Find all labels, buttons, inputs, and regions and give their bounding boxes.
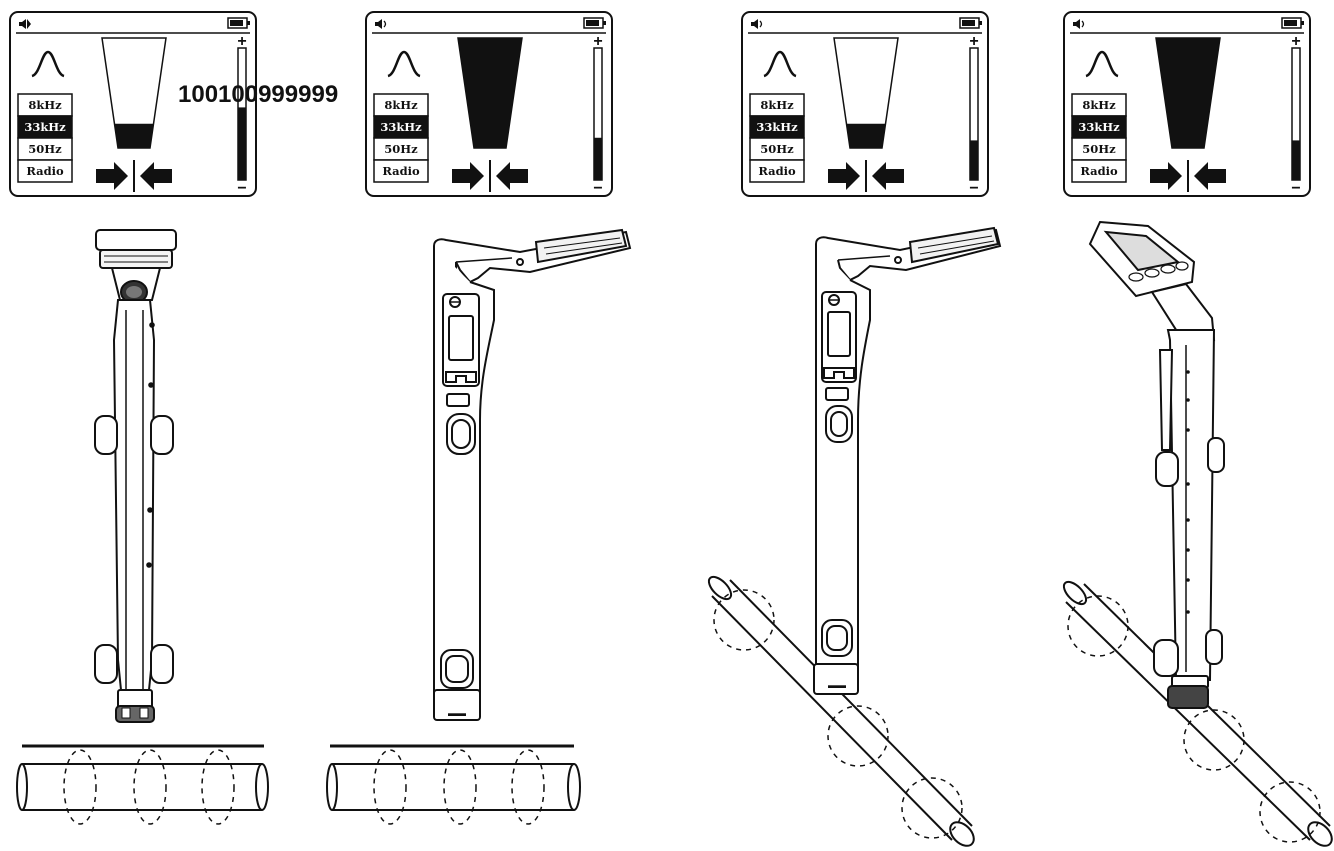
gauge-plus-label: +	[1291, 33, 1300, 50]
locator-handle	[534, 228, 628, 264]
magnetic-field-rings	[713, 589, 963, 839]
frequency-label: 8kHz	[760, 98, 794, 112]
side-knob	[1155, 451, 1179, 487]
side-knob	[94, 644, 118, 684]
frequency-label: 50Hz	[1082, 142, 1116, 156]
locator-shaft	[1166, 329, 1216, 681]
gauge-bar-fill	[594, 137, 602, 180]
speaker-icon	[375, 19, 387, 29]
scene-side-view: ▬▬	[326, 228, 632, 825]
frequency-label: Radio	[758, 164, 796, 178]
frequency-option	[373, 159, 429, 183]
guidance-arrows-icon	[96, 160, 172, 192]
battery-icon	[583, 17, 606, 29]
gauge-plus-label: +	[237, 33, 246, 50]
locator-head	[1088, 220, 1196, 298]
signal-meter-fill	[458, 38, 522, 148]
peak-response-icon	[763, 50, 797, 78]
frequency-label: 8kHz	[384, 98, 418, 112]
peak-response-icon	[31, 50, 65, 78]
side-knob	[1153, 639, 1179, 677]
signal-meter-fill	[114, 123, 154, 148]
side-knob	[150, 644, 174, 684]
guidance-arrows-icon	[1150, 160, 1226, 192]
signal-meter-fill	[846, 123, 886, 148]
peak-response-icon	[1085, 50, 1119, 78]
svg-text:▬▬: ▬▬	[828, 680, 846, 690]
speaker-icon	[1073, 19, 1085, 29]
battery-icon	[227, 17, 250, 29]
frequency-label: 50Hz	[760, 142, 794, 156]
speaker-icon	[751, 19, 763, 29]
gauge-minus-label: −	[1291, 180, 1300, 197]
frequency-label: Radio	[26, 164, 64, 178]
frequency-option	[749, 159, 805, 183]
magnetic-field-rings	[1067, 595, 1321, 843]
frequency-label: 33kHz	[24, 120, 66, 134]
buried-pipe	[16, 749, 269, 825]
side-knob	[1205, 629, 1223, 665]
frequency-label: Radio	[1080, 164, 1118, 178]
frequency-label: 8kHz	[1082, 98, 1116, 112]
gauge-bar-fill	[238, 107, 246, 180]
svg-text:▬▬: ▬▬	[448, 708, 466, 718]
side-knob	[1207, 437, 1225, 473]
frequency-label: 33kHz	[380, 120, 422, 134]
battery-icon	[1281, 17, 1304, 29]
scene-diagonal-side: ▬▬	[707, 226, 1002, 847]
frequency-label: 33kHz	[1078, 120, 1120, 134]
keypad-buttons	[1128, 261, 1189, 282]
frequency-option	[17, 159, 73, 183]
gauge-plus-label: +	[969, 33, 978, 50]
buried-pipe	[707, 575, 975, 847]
magnetic-field-rings	[373, 749, 545, 825]
signal-meter-fill	[1156, 38, 1220, 148]
peak-response-icon	[387, 50, 421, 78]
gauge-plus-label: +	[593, 33, 602, 50]
gauge-minus-label: −	[969, 180, 978, 197]
frequency-label: 33kHz	[756, 120, 798, 134]
magnetic-field-rings	[63, 749, 235, 825]
frequency-label: 50Hz	[28, 142, 62, 156]
battery-icon	[959, 17, 982, 29]
buried-pipe	[326, 749, 581, 825]
gauge-bar-fill	[970, 140, 978, 180]
locator-handle	[908, 226, 1000, 264]
side-knob	[150, 415, 174, 455]
side-knob	[94, 415, 118, 455]
locator-shaft	[112, 299, 156, 701]
annotation-label: 100100999999	[178, 81, 338, 108]
gauge-bar-fill	[1292, 140, 1300, 180]
locator-head	[95, 229, 177, 269]
locator-display	[1103, 230, 1181, 272]
scene-perspective	[1062, 220, 1333, 847]
frequency-label: 50Hz	[384, 142, 418, 156]
guidance-arrows-icon	[828, 160, 904, 192]
gauge-minus-label: −	[593, 180, 602, 197]
frequency-option	[1071, 159, 1127, 183]
speaker-muted-icon	[19, 19, 31, 29]
frequency-label: Radio	[382, 164, 420, 178]
gauge-minus-label: −	[237, 180, 246, 197]
frequency-label: 8kHz	[28, 98, 62, 112]
scene-front-view	[16, 229, 269, 825]
guidance-arrows-icon	[452, 160, 528, 192]
